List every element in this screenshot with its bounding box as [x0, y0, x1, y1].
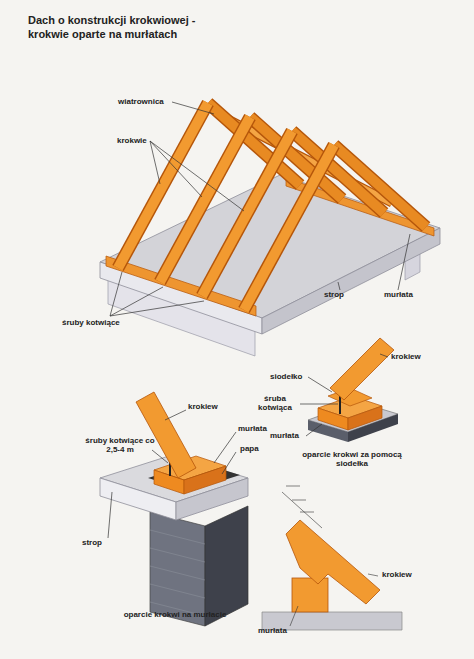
- part-label: murłata: [238, 424, 267, 433]
- part-label: krokiew: [382, 570, 412, 579]
- part-label: murłata: [384, 290, 413, 299]
- part-label: krokwie: [117, 136, 147, 145]
- part-label: krokiew: [188, 402, 218, 411]
- detail-saddle: [300, 338, 398, 442]
- part-label: murłata: [258, 626, 287, 635]
- diagram-title: Dach o konstrukcji krokwiowej - krokwie …: [28, 14, 238, 42]
- part-label: śruba kotwiąca: [250, 394, 300, 412]
- part-label: śruby kotwiące co 2,5-4 m: [84, 436, 156, 454]
- part-label: oparcie krokwi na murłacie: [100, 610, 250, 619]
- part-label: strop: [82, 538, 102, 547]
- main-roof: [100, 102, 440, 356]
- part-label: śruby kotwiące: [62, 318, 120, 327]
- part-label: wiatrownica: [118, 97, 164, 106]
- detail-notch: [262, 486, 402, 630]
- part-label: strop: [324, 290, 344, 299]
- part-label: krokiew: [391, 352, 421, 361]
- part-label: siodełko: [270, 372, 302, 381]
- part-label: murłata: [270, 431, 299, 440]
- detail-wall-plate: [100, 392, 248, 626]
- part-label: papa: [240, 444, 259, 453]
- part-label: oparcie krokwi za pomocą siodełka: [296, 450, 408, 468]
